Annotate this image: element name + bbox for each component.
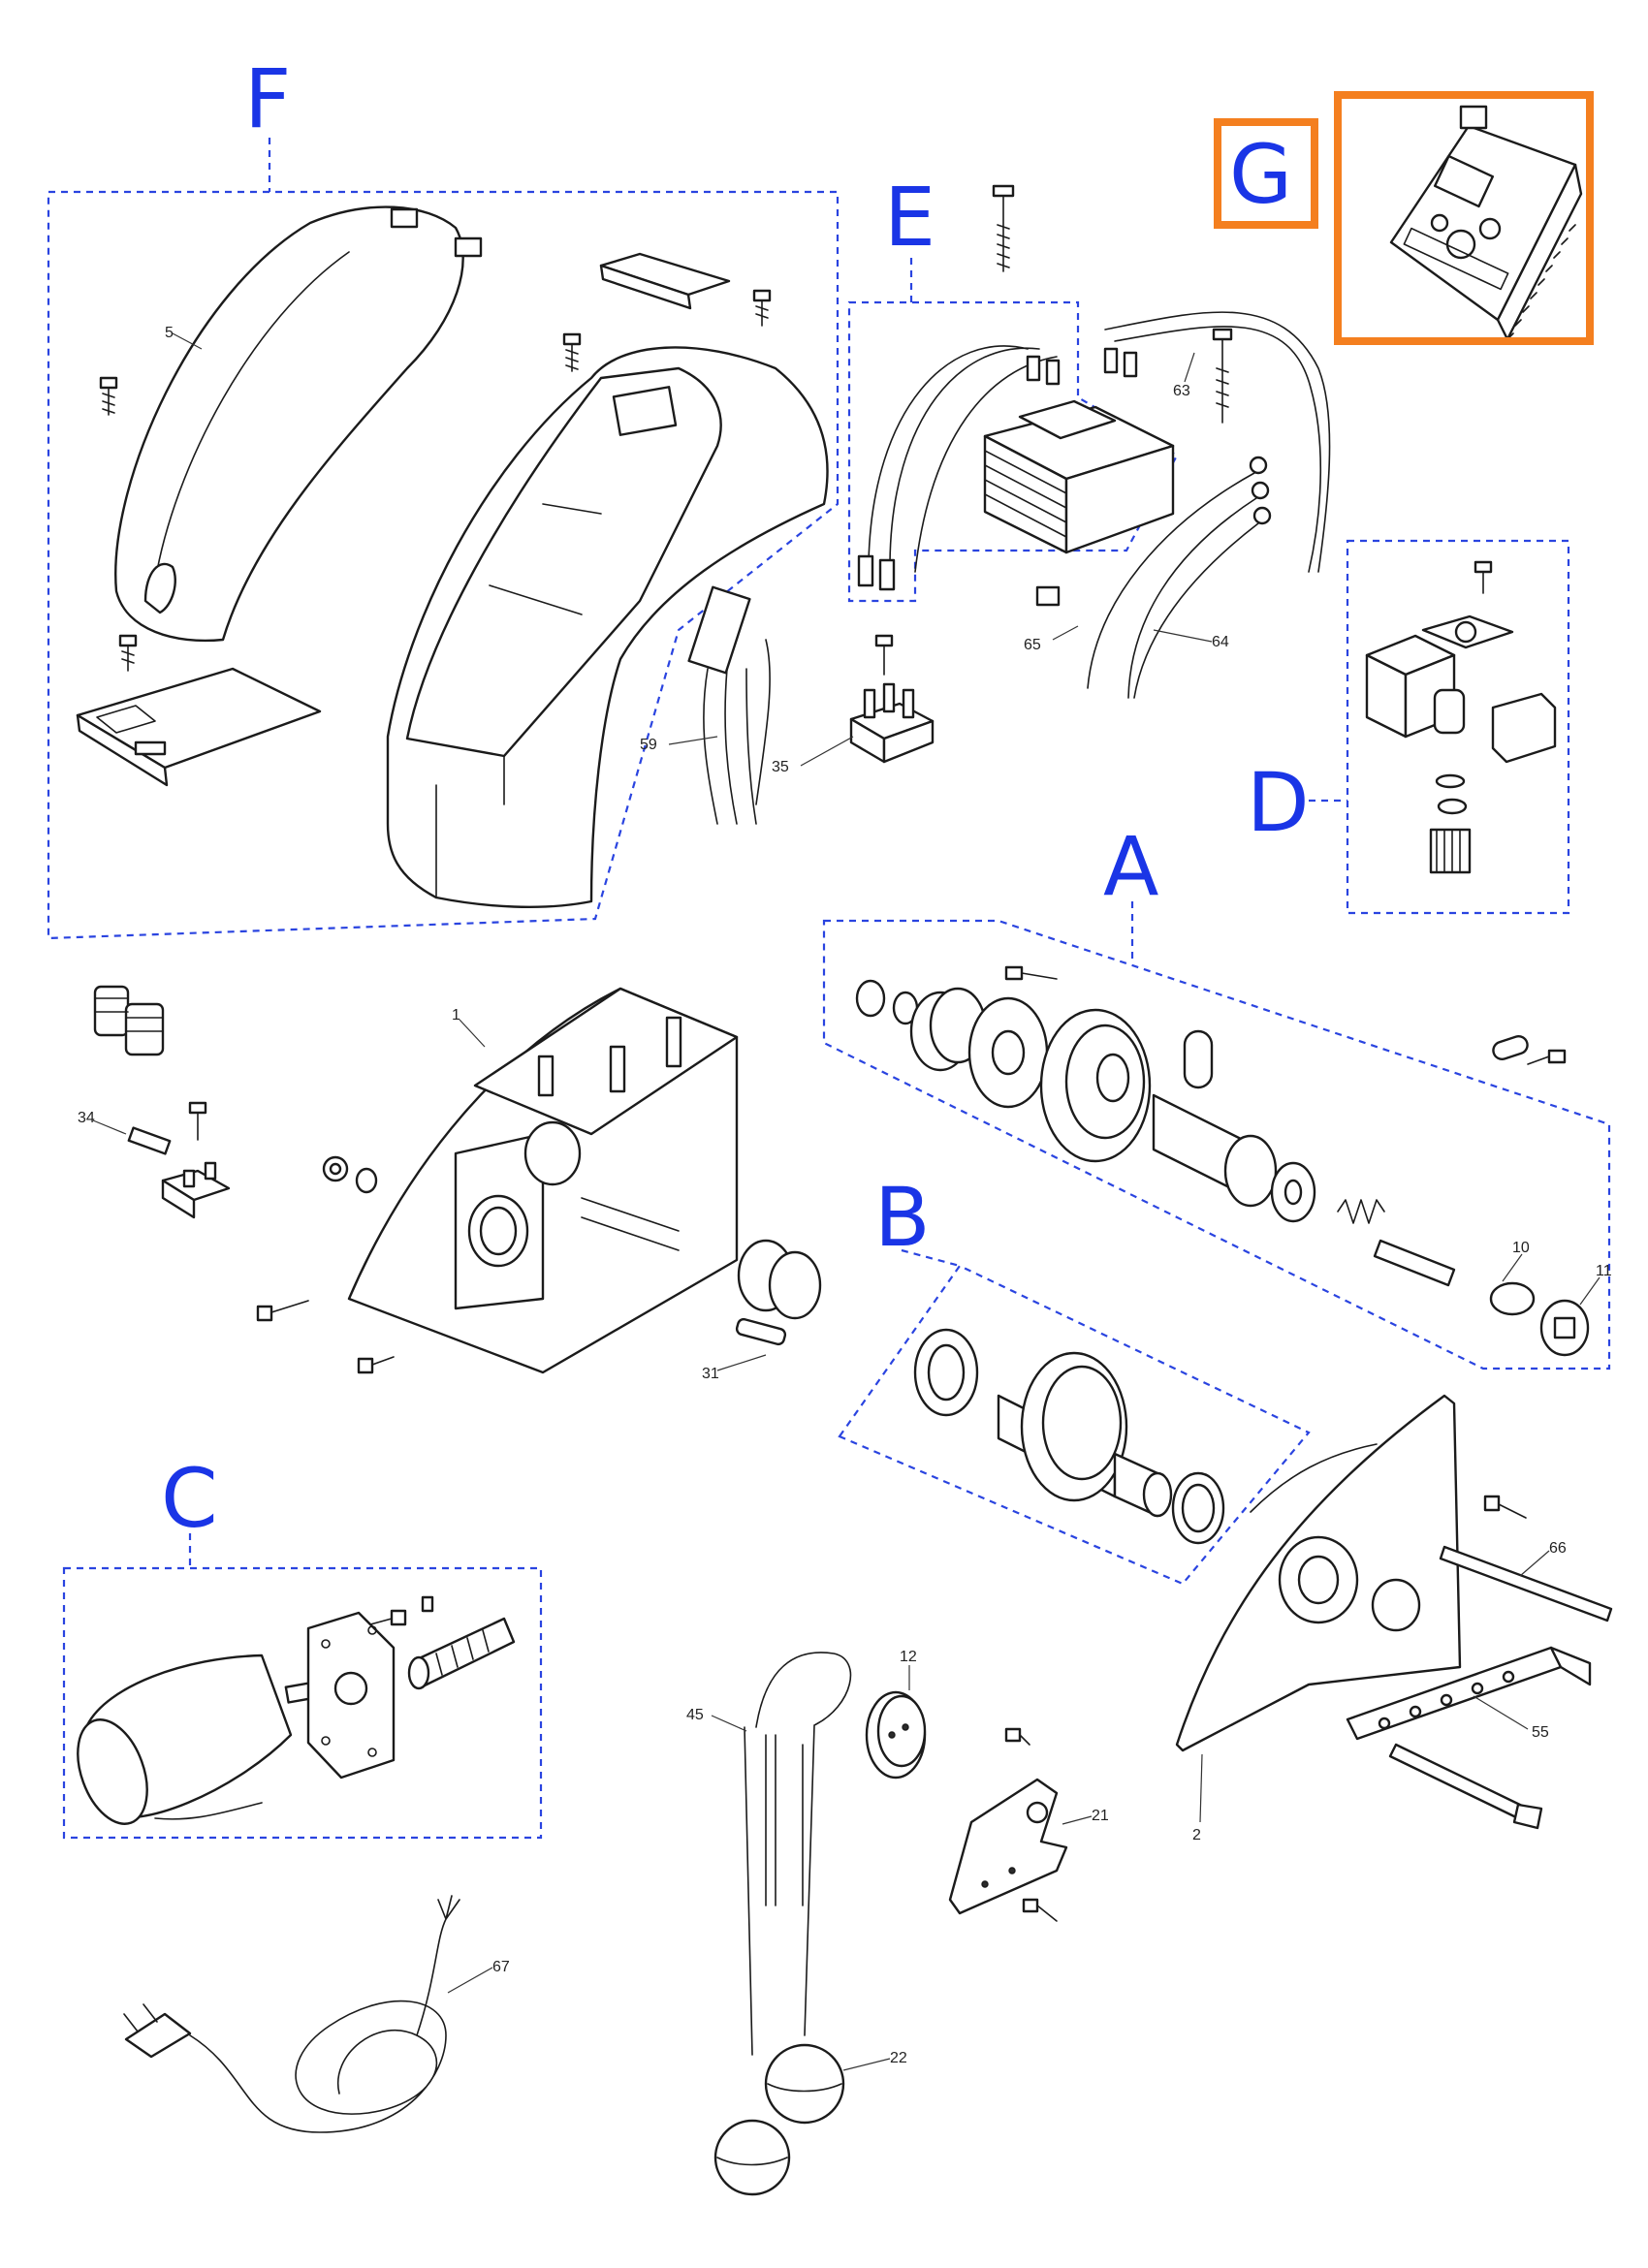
gear-assembly-B [913, 1328, 1225, 1545]
group-B-outline [838, 1264, 1311, 1586]
part-number-1: 1 [452, 1007, 460, 1024]
screw-icon [99, 376, 118, 416]
transformer-part [983, 399, 1175, 554]
fuse-part-65: 65 [1024, 585, 1079, 653]
screw-icon [357, 1356, 395, 1374]
group-B-leader [901, 1248, 961, 1268]
gear-assembly-A: 10 11 [855, 965, 1612, 1357]
side-plate-part-2: 2 [1175, 1394, 1462, 1843]
part-number-21: 21 [1092, 1808, 1109, 1824]
terminal-block-part-35: 35 [772, 634, 935, 775]
screw-icon [369, 1609, 407, 1626]
part-number-63: 63 [1173, 383, 1190, 399]
screw-icon [752, 289, 772, 327]
group-label-A: A [1103, 819, 1159, 914]
bushing-part [737, 1239, 822, 1320]
screw-icon [1022, 1898, 1058, 1922]
group-label-D: D [1247, 755, 1310, 850]
group-label-G: G [1229, 127, 1293, 222]
belt-part-45: 45 [686, 1652, 852, 2056]
group-F-outline [47, 190, 840, 940]
screw-icon [1527, 1049, 1567, 1065]
part-number-59: 59 [640, 737, 657, 753]
bolt-part [1388, 1743, 1543, 1830]
pulley-part-12: 12 [865, 1649, 927, 1780]
screw-icon [118, 634, 138, 672]
wire-leads-part-63: 63 [1103, 311, 1331, 573]
group-label-B: B [874, 1170, 931, 1265]
group-A-outline [822, 919, 1611, 1370]
rod-part-66: 66 [1439, 1540, 1613, 1622]
group-label-E: E [884, 170, 936, 265]
gearbox-frame-part-1: 1 [347, 987, 739, 1374]
part-number-67: 67 [492, 1959, 510, 1975]
group-label-F: F [244, 51, 292, 146]
ground-wires-part-64: 64 [1087, 456, 1272, 699]
part-number-5: 5 [165, 325, 174, 341]
housing-part [386, 346, 829, 908]
part-number-11: 11 [1596, 1263, 1612, 1279]
part-number-34: 34 [78, 1110, 95, 1126]
screw-icon [1483, 1495, 1527, 1519]
part-number-64: 64 [1212, 634, 1229, 650]
part-number-45: 45 [686, 1707, 704, 1723]
highlight-part-box-G [1334, 91, 1594, 345]
group-label-C: C [161, 1451, 218, 1546]
nut-washer-part [322, 1155, 378, 1194]
part-number-55: 55 [1532, 1724, 1549, 1741]
part-number-66: 66 [1549, 1540, 1567, 1557]
bolt-part [992, 184, 1015, 272]
part-number-10: 10 [1512, 1240, 1530, 1256]
part-number-22: 22 [890, 2050, 907, 2066]
counterweight-part-22: 22 [713, 2043, 907, 2196]
wire-leads-part [857, 345, 1061, 591]
screw-icon [256, 1300, 309, 1322]
pin-part-31: 31 [702, 1317, 787, 1382]
power-cord-part-67: 67 [123, 1895, 510, 2133]
motor-part [77, 1595, 516, 1825]
plate-part-21: 21 [948, 1727, 1109, 1922]
bracket-part-55: 55 [1346, 1646, 1592, 1741]
screw-icon [562, 332, 582, 372]
board-tray-part [76, 667, 322, 787]
screw-icon [1004, 965, 1058, 981]
top-cover-part-5: 5 [114, 205, 483, 643]
group-D-outline [1346, 539, 1570, 915]
bolt-part [1212, 328, 1233, 424]
group-E-outline [847, 300, 1179, 603]
part-number-2: 2 [1192, 1827, 1201, 1843]
group-C-outline [62, 1566, 543, 1840]
part-number-35: 35 [772, 759, 789, 775]
cap-part [599, 252, 731, 310]
part-number-31: 31 [702, 1366, 719, 1382]
screw-icon [1004, 1727, 1030, 1746]
harness-part-59: 59 [640, 585, 771, 825]
part-number-65: 65 [1024, 637, 1041, 653]
part-number-12: 12 [900, 1649, 917, 1665]
cable-gland-part [93, 985, 165, 1056]
limit-switch-part [1365, 560, 1557, 874]
highlight-label-box-G [1214, 118, 1318, 229]
terminal-part-34: 34 [78, 1101, 231, 1219]
control-board-part [1389, 105, 1583, 341]
